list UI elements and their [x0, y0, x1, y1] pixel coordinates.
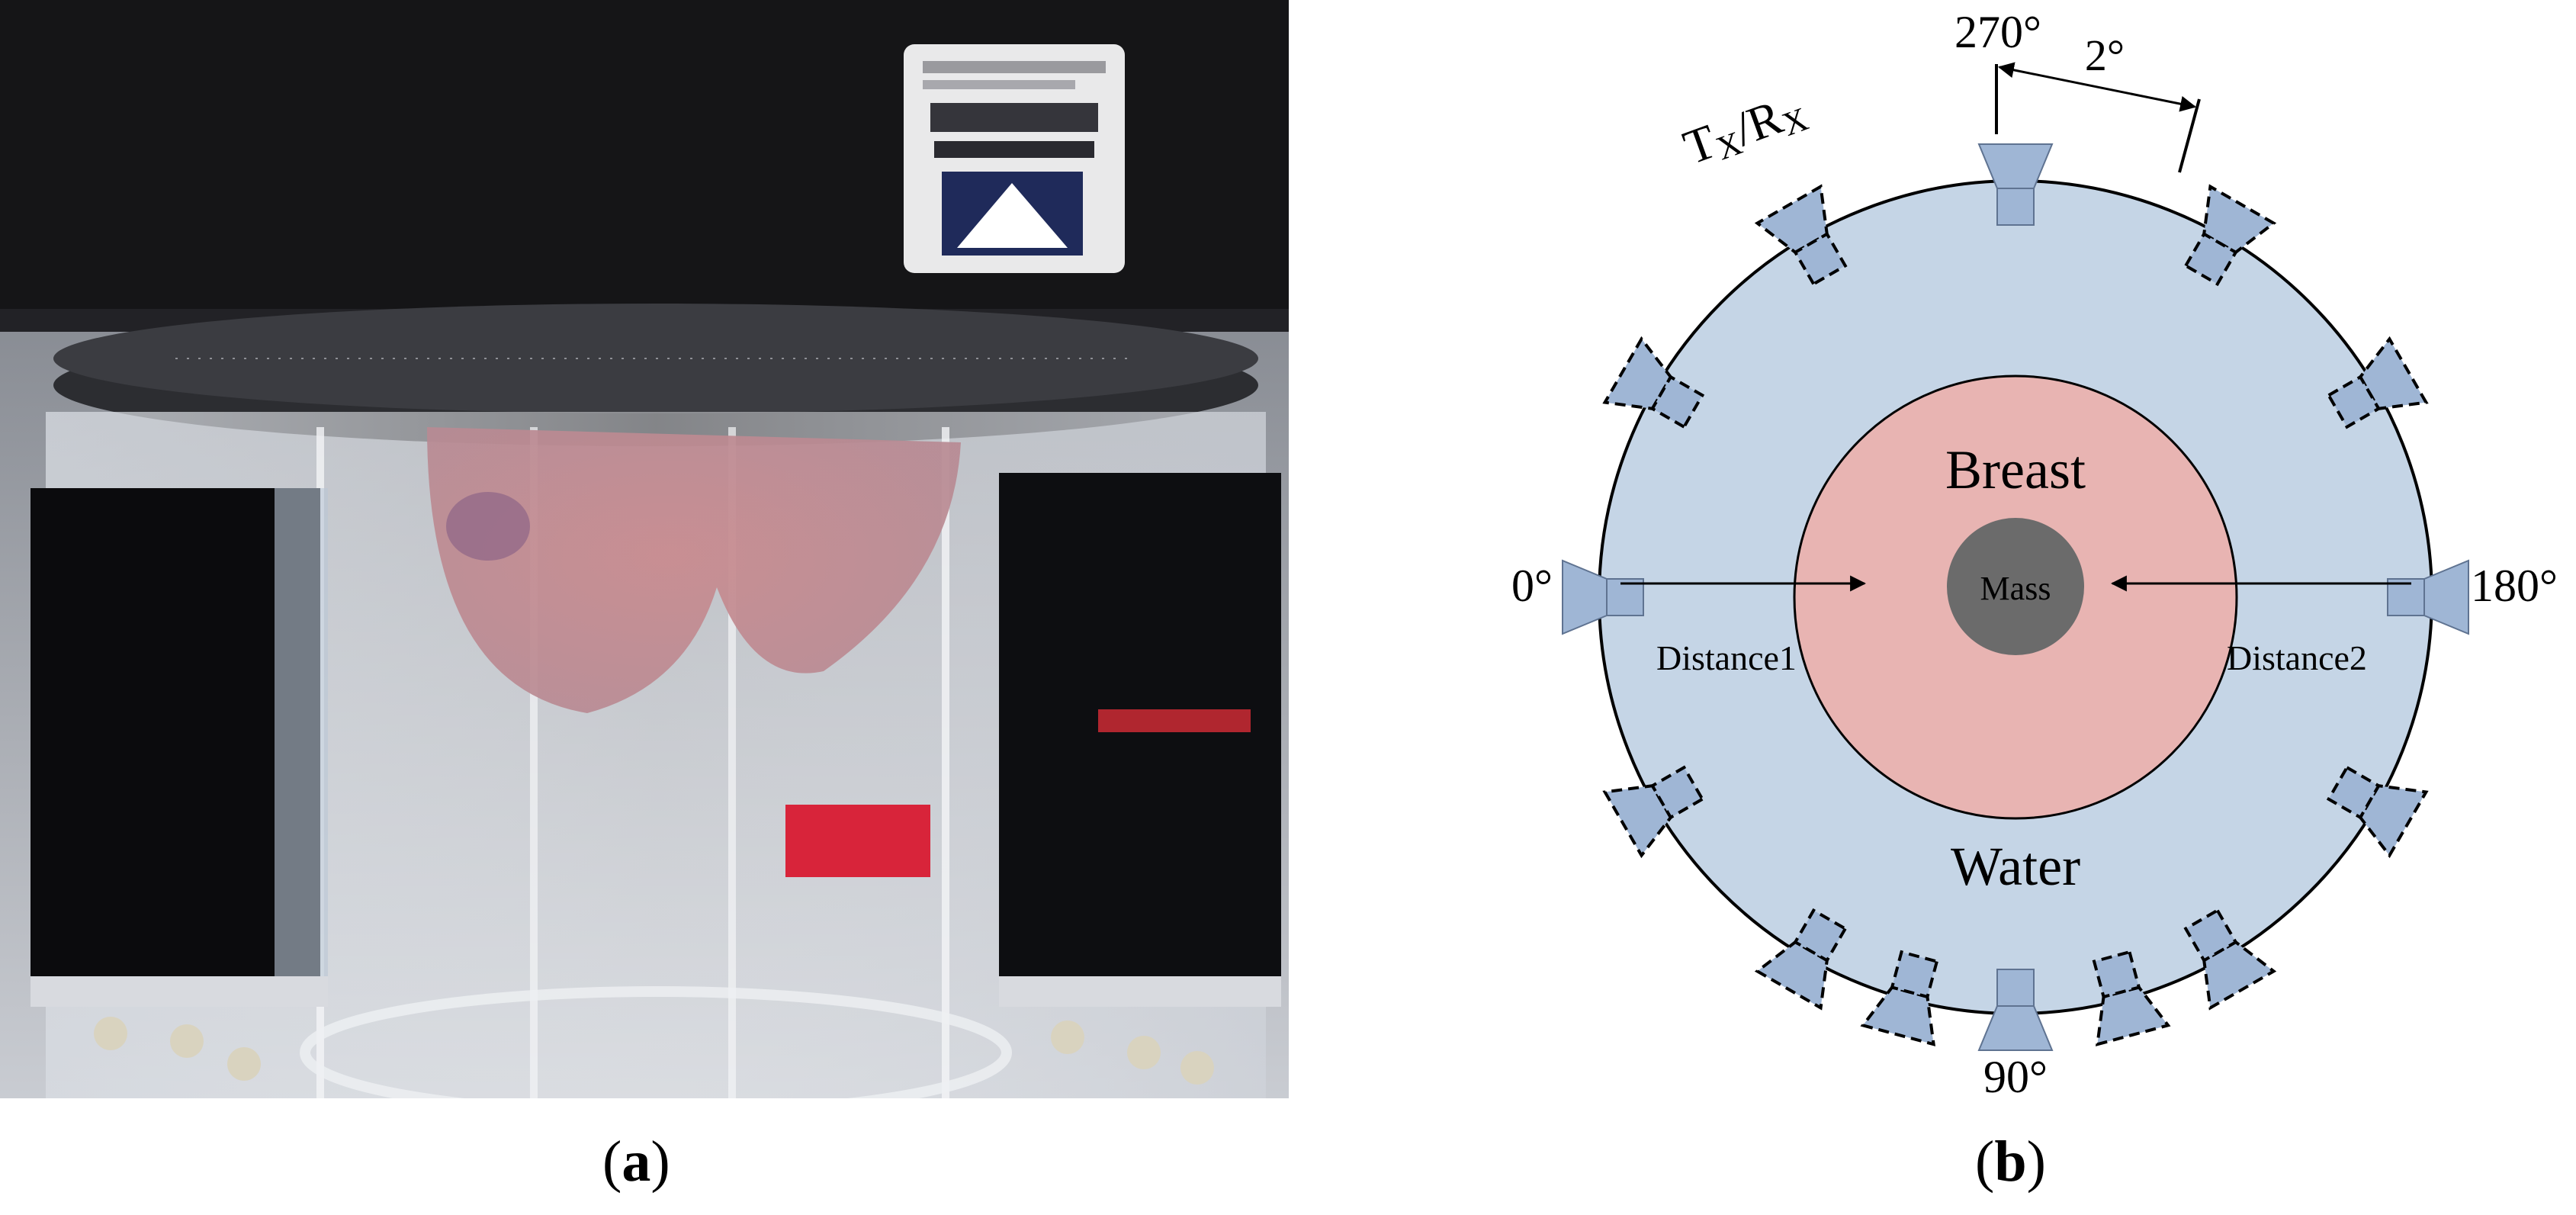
transducer-0deg — [1562, 559, 1644, 635]
breast-label: Breast — [1945, 439, 2086, 500]
distance2-label: Distance2 — [2227, 638, 2367, 677]
panel-a-caption-close: ) — [650, 1130, 670, 1194]
transducer-rotated-8 — [2326, 765, 2429, 859]
transducer-rotated-1 — [2183, 184, 2277, 287]
red-component — [785, 805, 930, 877]
step-reference-line-angled — [2178, 98, 2201, 173]
transducer-rotated-10 — [2092, 950, 2171, 1046]
transducer-rotated-2 — [2326, 336, 2429, 429]
breast-phantom — [427, 427, 961, 713]
panel-b-caption-close: ) — [2026, 1130, 2046, 1194]
panel-a-caption: (a) — [602, 1129, 670, 1195]
array-schematic: 270° 2° 0° 180° 90° TX/RX Breast Mass Wa… — [1511, 7, 2558, 1098]
panel-b-caption-open: ( — [1975, 1130, 1995, 1194]
step-angle-label: 2° — [2085, 31, 2125, 80]
mass-label: Mass — [1980, 570, 2051, 607]
angle-label-left: 0° — [1511, 561, 1553, 611]
water-label: Water — [1951, 836, 2080, 897]
left-transducer-array — [31, 488, 328, 1007]
transducer-270deg — [1977, 143, 2054, 226]
transducer-rotated-4 — [1754, 184, 1848, 287]
panel-a-caption-open: ( — [602, 1130, 622, 1194]
transducer-rotated-7 — [2183, 908, 2277, 1011]
transceiver-label: TX/RX — [1677, 82, 1813, 178]
transducer-rotated-5 — [1602, 765, 1705, 859]
transducer-90deg — [1977, 969, 2054, 1051]
panel-a-caption-letter: a — [622, 1130, 651, 1194]
step-angle-arrow — [1997, 62, 2197, 112]
mass-region — [1947, 518, 2084, 655]
transducer-ring — [1562, 143, 2469, 1051]
angle-label-top: 270° — [1954, 7, 2041, 57]
mounting-clamps — [94, 1017, 1214, 1085]
photo-panel — [0, 0, 1289, 1098]
transducer-rotated-3 — [1602, 336, 1705, 429]
distance1-label: Distance1 — [1656, 638, 1797, 677]
transducer-180deg — [2387, 559, 2469, 635]
transducer-rotated-6 — [1754, 908, 1848, 1011]
equipment-sticker — [904, 44, 1125, 273]
transducer-rotated-9 — [1860, 950, 1939, 1046]
right-transducer-array — [999, 473, 1281, 1007]
angle-label-right: 180° — [2471, 561, 2558, 611]
panel-b-caption-letter: b — [1994, 1130, 2027, 1194]
panel-b-caption: (b) — [1975, 1129, 2046, 1195]
angle-label-bottom: 90° — [1983, 1052, 2048, 1098]
